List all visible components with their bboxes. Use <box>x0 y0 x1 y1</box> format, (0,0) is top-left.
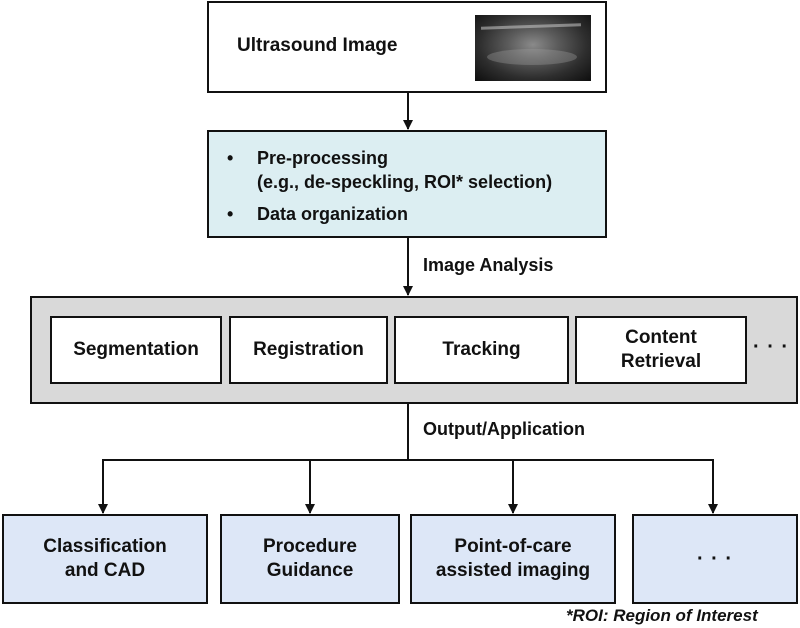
ultrasound-thumbnail-image <box>475 15 591 81</box>
classification-label-line2: and CAD <box>64 560 146 581</box>
more-analysis-ellipsis: · · · <box>753 336 790 358</box>
point-of-care-box: Point-of-care assisted imaging <box>410 514 616 604</box>
data-organization-label: Data organization <box>257 204 409 224</box>
ultrasound-image-title: Ultrasound Image <box>237 35 398 56</box>
more-applications-ellipsis: · · · <box>696 548 734 570</box>
procedure-label-line1: Procedure <box>263 536 357 557</box>
bullet: • <box>227 204 234 224</box>
preprocessing-item: • Pre-processing <box>227 146 388 170</box>
segmentation-box: Segmentation <box>50 316 222 384</box>
registration-box: Registration <box>229 316 388 384</box>
procedure-label-line2: Guidance <box>266 560 354 581</box>
output-application-label: Output/Application <box>423 419 585 439</box>
tracking-label: Tracking <box>442 339 521 360</box>
segmentation-label: Segmentation <box>73 339 199 360</box>
point-of-care-label-line2: assisted imaging <box>435 560 591 581</box>
preprocessing-box: • Pre-processing (e.g., de-speckling, ROI… <box>207 130 607 238</box>
preprocessing-examples: (e.g., de-speckling, ROI* selection) <box>227 170 552 194</box>
image-analysis-label: Image Analysis <box>423 255 554 275</box>
ultrasound-image-box: Ultrasound Image <box>207 1 607 93</box>
data-organization-item: • Data organization <box>227 202 408 226</box>
content-retrieval-label-line1: Content <box>625 327 697 348</box>
classification-cad-box: Classification and CAD <box>2 514 208 604</box>
tracking-box: Tracking <box>394 316 569 384</box>
preprocessing-label: Pre-processing <box>257 148 389 168</box>
content-retrieval-box: Content Retrieval <box>575 316 747 384</box>
registration-label: Registration <box>253 339 364 360</box>
roi-footnote: *ROI: Region of Interest <box>566 606 758 625</box>
content-retrieval-label-line2: Retrieval <box>620 351 702 372</box>
point-of-care-label-line1: Point-of-care <box>454 536 572 557</box>
preprocessing-examples-text: (e.g., de-speckling, ROI* selection) <box>257 172 553 192</box>
bullet: • <box>227 148 234 168</box>
procedure-guidance-box: Procedure Guidance <box>220 514 400 604</box>
classification-label-line1: Classification <box>43 536 167 557</box>
more-applications-box: · · · <box>632 514 798 604</box>
